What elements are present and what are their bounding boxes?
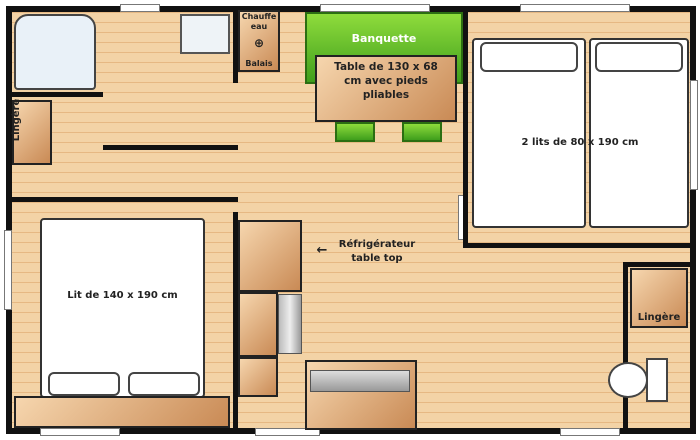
wall-bedroom-right-bottom <box>463 243 693 248</box>
double-bed-label: Lit de 140 x 190 cm <box>67 290 178 301</box>
toilet <box>608 362 648 398</box>
toilet-tank <box>646 358 668 402</box>
linen-right-label: Lingère <box>637 312 681 323</box>
window <box>520 4 630 12</box>
wall-right <box>690 6 696 434</box>
wall-bathroom <box>8 92 103 97</box>
washbasin <box>180 14 230 54</box>
sink <box>310 370 410 392</box>
window <box>255 428 320 436</box>
window <box>40 428 120 436</box>
chair <box>402 122 442 142</box>
stove <box>278 294 302 354</box>
water-heater-cupboard <box>238 10 280 72</box>
linen-cupboard-left <box>12 100 52 165</box>
pillow <box>595 42 683 72</box>
broom-label: Balais <box>245 59 273 68</box>
cabinet <box>238 357 278 397</box>
wall-bedroom-right <box>463 8 468 248</box>
shower <box>14 14 96 90</box>
twin-beds-label: 2 lits de 80 x 190 cm <box>521 137 639 148</box>
wall-linen <box>103 145 238 150</box>
wall-bottom <box>8 428 694 434</box>
window <box>560 428 620 436</box>
bench-label: Banquette <box>351 32 417 45</box>
window <box>320 4 430 12</box>
pillow <box>128 372 200 396</box>
fridge-label: Réfrigérateur table top <box>338 239 416 264</box>
chair <box>335 122 375 142</box>
table-label: Table de 130 x 68 cm avec pieds pliables <box>334 61 438 101</box>
window <box>690 80 698 190</box>
wall-wc <box>623 262 628 432</box>
window <box>120 4 160 12</box>
window <box>4 230 12 310</box>
arrow-left-icon: ← <box>316 243 328 258</box>
table <box>315 55 457 122</box>
double-bed <box>40 218 205 398</box>
pillow <box>480 42 578 72</box>
water-heater-label: Chauffe eau <box>241 12 277 31</box>
wall-wc-top <box>623 262 693 267</box>
linen-cupboard-right <box>630 268 688 328</box>
wall-left <box>6 6 12 434</box>
cabinet <box>238 292 278 357</box>
wall-bath-right <box>233 8 238 83</box>
pillow <box>48 372 120 396</box>
linen-left-label: Lingère <box>11 98 22 142</box>
wall-kitchen <box>233 212 238 432</box>
fridge <box>238 220 302 292</box>
crosshair-icon: ⊕ <box>253 36 265 50</box>
wall-bedroom-top <box>8 197 238 202</box>
wardrobe <box>14 396 230 428</box>
